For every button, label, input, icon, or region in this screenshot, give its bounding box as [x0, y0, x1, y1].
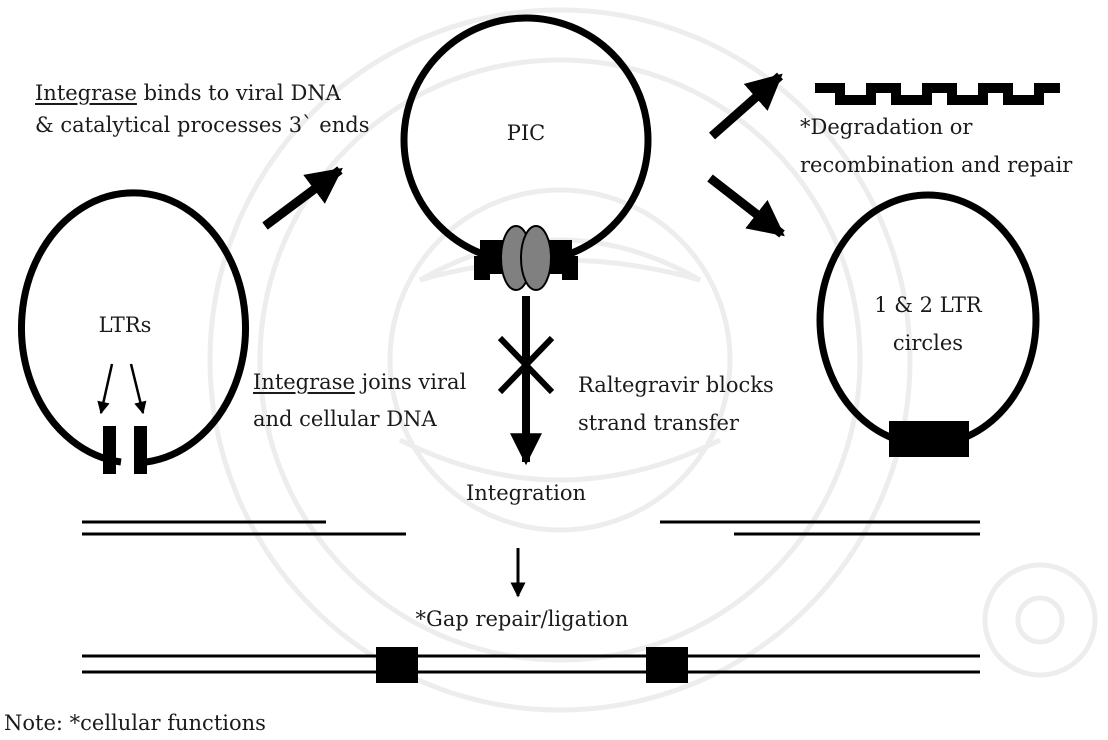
integrated-ltr-left — [376, 647, 418, 683]
integrase-binds-line2: & catalytical processes 3` ends — [35, 113, 370, 137]
arrow-to-ltr-circles — [707, 174, 785, 238]
integrase-binds-rest: binds to viral DNA — [136, 81, 341, 105]
integrase-joins-word: Integrase — [253, 370, 355, 394]
integrase-joins-rest: joins viral — [354, 370, 467, 394]
cellular-dna — [82, 520, 980, 536]
arrow-to-pic — [262, 166, 343, 230]
integrase-subunit-right — [520, 225, 552, 291]
note-label: Note: *cellular functions — [4, 711, 266, 735]
integrase-joins-line2: and cellular DNA — [253, 407, 437, 431]
raltegravir-line2: strand transfer — [578, 411, 739, 435]
pic-circle — [400, 14, 652, 291]
ltrs-circle — [18, 189, 249, 474]
ltr-end-left — [103, 426, 116, 474]
pic-label: PIC — [506, 121, 546, 145]
integrase-binds-word: Integrase — [35, 81, 137, 105]
integrase-binds-label: Integrase binds to viral DNA — [35, 78, 341, 108]
ltr-circles-line1: 1 & 2 LTR — [874, 293, 982, 317]
degradation-line1: *Degradation or — [800, 115, 973, 139]
integration-label: Integration — [465, 481, 586, 505]
ltr-arrow-left — [97, 363, 114, 415]
ltr-circles-shape — [816, 191, 1040, 457]
integrated-ltr-right — [646, 647, 688, 683]
block-cross-b — [497, 335, 555, 395]
ltr-circle-block — [889, 421, 969, 457]
ltr-end-right — [134, 426, 147, 474]
integrase-joins-label: Integrase joins viral — [253, 367, 466, 397]
arrow-to-degradation — [709, 72, 783, 140]
raltegravir-line1: Raltegravir blocks — [578, 373, 774, 397]
ltr-circles-line2: circles — [892, 331, 964, 355]
ltrs-label: LTRs — [98, 313, 152, 337]
gap-repair-label: *Gap repair/ligation — [415, 607, 629, 631]
ltr-arrow-right — [129, 363, 147, 415]
seal-watermark — [207, 7, 1098, 713]
degradation-line2: recombination and repair — [800, 153, 1073, 177]
degraded-dna — [815, 83, 1060, 105]
integrated-dna — [82, 647, 980, 683]
